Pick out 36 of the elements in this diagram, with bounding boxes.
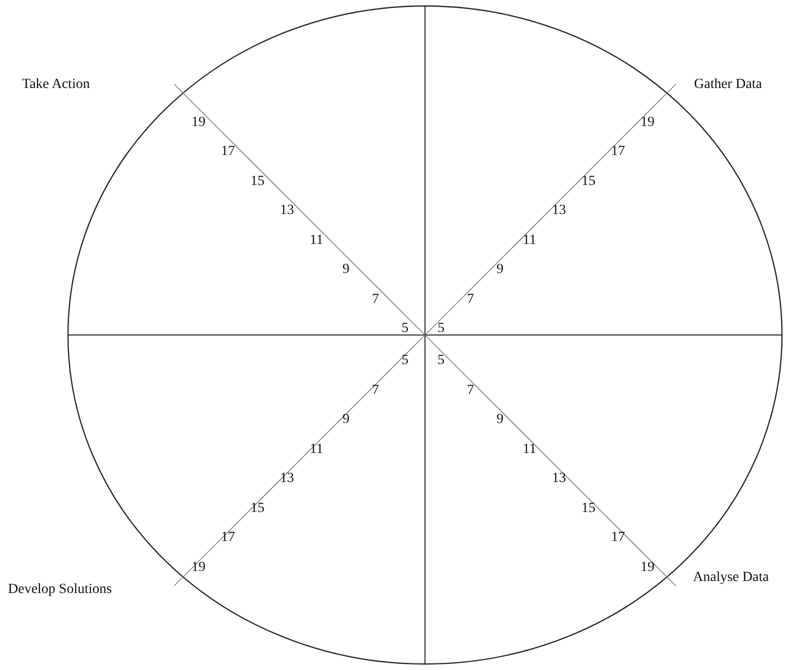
scale-number: 11 <box>522 232 536 248</box>
scale-number: 9 <box>496 262 504 278</box>
scale-number: 5 <box>438 353 444 369</box>
scale-number: 15 <box>250 500 264 516</box>
scale-number: 13 <box>280 203 294 219</box>
scale-number: 11 <box>310 232 324 248</box>
scale-number: 19 <box>640 560 654 576</box>
scale-number: 17 <box>611 144 625 160</box>
scale-number: 19 <box>192 114 206 130</box>
scale-number: 7 <box>467 382 474 398</box>
scale-number: 7 <box>467 292 474 308</box>
scale-number: 11 <box>310 442 324 458</box>
scale-number: 13 <box>552 471 566 487</box>
scale-number: 5 <box>402 353 408 369</box>
scale-number: 17 <box>221 530 235 546</box>
scale-number: 9 <box>342 262 350 278</box>
scale-number: 13 <box>280 471 294 487</box>
scale-number: 17 <box>611 530 625 546</box>
scale-number: 15 <box>250 174 264 190</box>
section-label: Gather Data <box>694 77 762 93</box>
scale-number: 7 <box>372 292 379 308</box>
scale-number: 19 <box>192 560 206 576</box>
scale-number: 5 <box>438 321 444 337</box>
section-label: Develop Solutions <box>8 582 112 598</box>
scale-number: 9 <box>342 412 350 428</box>
scale-number: 19 <box>640 114 654 130</box>
scale-number: 5 <box>402 321 408 337</box>
scale-number: 11 <box>522 442 536 458</box>
section-label: Analyse Data <box>693 570 769 586</box>
scale-number: 13 <box>552 203 566 219</box>
scale-number: 17 <box>221 144 235 160</box>
section-label: Take Action <box>22 77 90 93</box>
scale-number: 9 <box>496 412 504 428</box>
scale-number: 15 <box>582 500 596 516</box>
scale-number: 15 <box>582 174 596 190</box>
scale-number: 7 <box>372 382 379 398</box>
